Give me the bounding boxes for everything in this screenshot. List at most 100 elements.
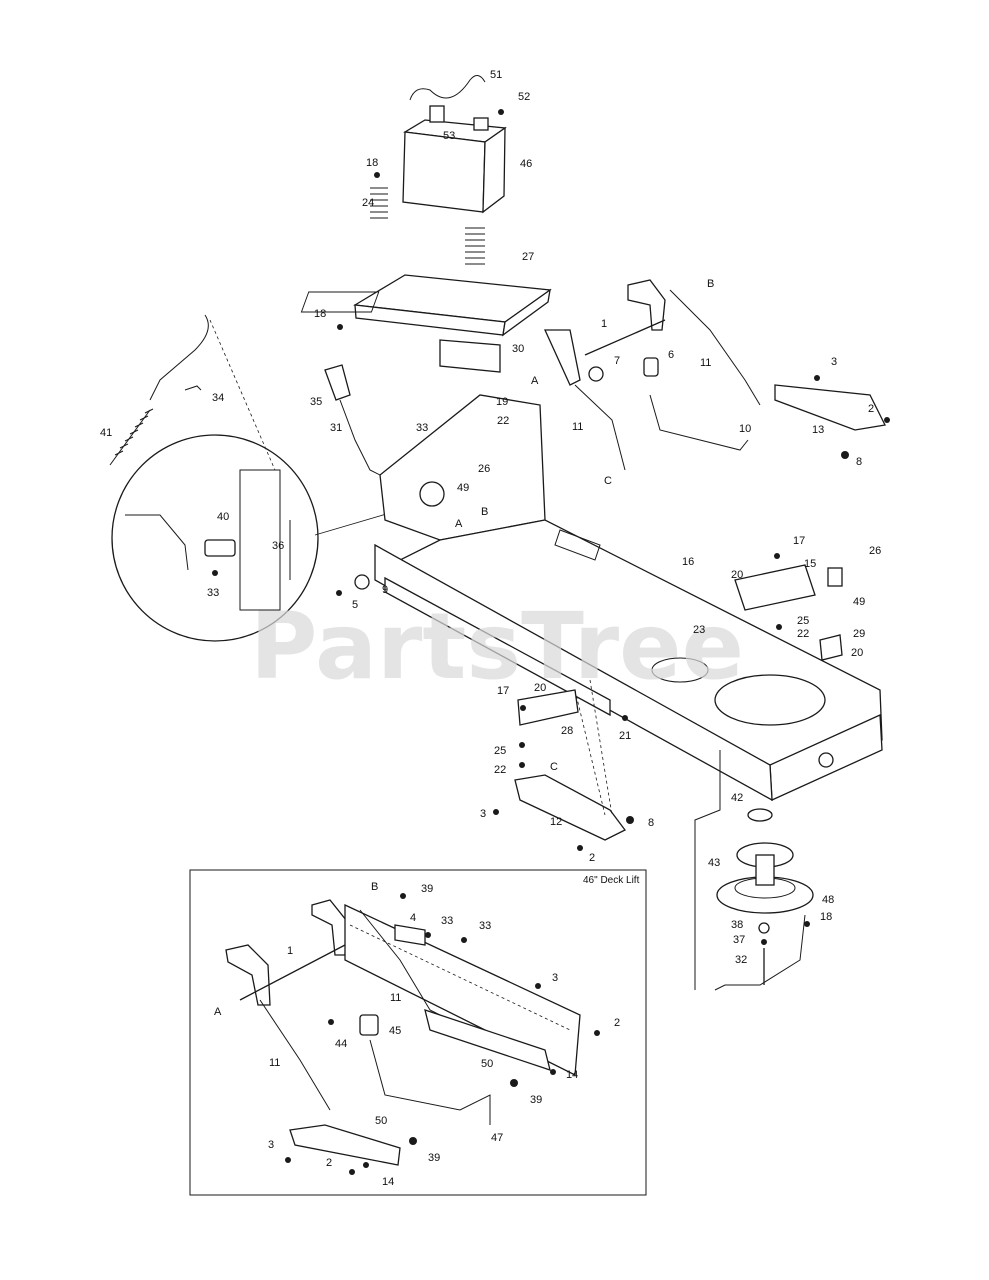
callout-2: 2 xyxy=(614,1017,620,1029)
callout-3: 3 xyxy=(552,972,558,984)
callout-28: 28 xyxy=(561,725,573,737)
inset-rod-47 xyxy=(369,1039,491,1125)
callout-26: 26 xyxy=(869,545,881,557)
callout-11: 11 xyxy=(700,357,711,369)
callout-50: 50 xyxy=(481,1058,493,1070)
dash-bracket xyxy=(379,394,546,541)
callout-47: 47 xyxy=(491,1132,503,1144)
right-brackets xyxy=(734,553,843,661)
washer-5 xyxy=(336,590,342,596)
callout-A: A xyxy=(531,375,539,387)
pulley-assembly xyxy=(694,750,814,991)
inset-handle-b xyxy=(311,899,347,956)
inset-washer-14b xyxy=(363,1162,369,1168)
detail-magnifier xyxy=(111,434,319,642)
detail-bushing xyxy=(204,539,236,557)
callout-29: 29 xyxy=(853,628,865,640)
callout-3: 3 xyxy=(268,1139,274,1151)
callout-49: 49 xyxy=(853,596,865,608)
callout-8: 8 xyxy=(648,817,654,829)
callout-1: 1 xyxy=(287,945,293,957)
callout-41: 41 xyxy=(100,427,112,439)
callout-36: 36 xyxy=(272,540,284,552)
battery-terminal-left xyxy=(429,105,445,123)
bracket-28 xyxy=(517,689,579,726)
callout-3: 3 xyxy=(831,356,837,368)
callout-18: 18 xyxy=(366,157,378,169)
inset-link-11 xyxy=(259,999,331,1111)
callout-26: 26 xyxy=(478,463,490,475)
callout-33: 33 xyxy=(441,915,453,927)
callout-49: 49 xyxy=(457,482,469,494)
callout-14: 14 xyxy=(566,1069,578,1081)
battery-nut xyxy=(498,109,504,115)
inset-plate-50b xyxy=(289,1124,401,1166)
tray-screw xyxy=(337,324,343,330)
deck-lift-inset: 46" Deck Lift xyxy=(189,869,647,1196)
battery-tray xyxy=(300,274,552,373)
inset-bracket-4 xyxy=(394,924,426,946)
clip-26 xyxy=(827,567,843,587)
frame-side-left xyxy=(374,543,773,802)
inset-nut-33b xyxy=(461,937,467,943)
callout-20: 20 xyxy=(731,569,743,581)
callout-3: 3 xyxy=(480,808,486,820)
lift-link-b xyxy=(669,289,761,406)
frame-slot xyxy=(554,529,601,561)
frame-assembly xyxy=(336,394,883,802)
bearing-42 xyxy=(747,808,773,822)
callout-20: 20 xyxy=(534,682,546,694)
detail-circle xyxy=(111,434,401,642)
watermark: PartsTree xyxy=(250,593,744,700)
cable xyxy=(149,314,209,401)
washer-25-right xyxy=(776,624,782,630)
rod-48 xyxy=(714,914,806,991)
callout-18: 18 xyxy=(820,911,832,923)
inset-frame-rail xyxy=(344,903,581,1077)
callout-16: 16 xyxy=(682,556,694,568)
detail-rod xyxy=(125,514,189,571)
pulley-bracket-line xyxy=(694,750,721,990)
callout-11: 11 xyxy=(269,1057,280,1069)
callout-19: 19 xyxy=(496,396,508,408)
battery-strap xyxy=(409,75,486,101)
screw-3-lower xyxy=(493,809,499,815)
callout-48: 48 xyxy=(822,894,834,906)
callout-43: 43 xyxy=(708,857,720,869)
frame-round-hole xyxy=(818,752,834,768)
inset-nut-2 xyxy=(594,1030,600,1036)
callout-21: 21 xyxy=(619,730,631,742)
handle-grip xyxy=(324,364,351,401)
tray-side xyxy=(502,288,551,337)
callout-B: B xyxy=(371,881,378,893)
callout-30: 30 xyxy=(512,343,524,355)
callout-7: 7 xyxy=(614,355,620,367)
battery-side xyxy=(482,126,506,214)
callout-18: 18 xyxy=(314,308,326,320)
callout-22: 22 xyxy=(797,628,809,640)
washer-37 xyxy=(761,939,767,945)
washer-25-left xyxy=(519,742,525,748)
inset-title: 46" Deck Lift xyxy=(583,875,640,886)
inset-bolt-39b xyxy=(409,1137,417,1145)
nut-9 xyxy=(354,574,370,590)
callout-2: 2 xyxy=(326,1157,332,1169)
lift-plate-13 xyxy=(774,384,886,431)
nut-2-lower xyxy=(577,845,583,851)
callout-17: 17 xyxy=(497,685,509,697)
pulley-hub xyxy=(755,854,775,886)
bolt-8-top xyxy=(841,451,849,459)
callout-34: 34 xyxy=(212,392,224,404)
callout-33: 33 xyxy=(479,920,491,932)
inset-shaft xyxy=(239,944,346,1001)
link-dash xyxy=(574,679,613,816)
callout-4: 4 xyxy=(410,912,416,924)
callout-25: 25 xyxy=(797,615,809,627)
callout-23: 23 xyxy=(693,624,705,636)
lift-handle xyxy=(627,279,666,331)
battery-front xyxy=(402,131,486,213)
callout-2: 2 xyxy=(589,852,595,864)
inset-plate-50 xyxy=(424,1009,551,1071)
